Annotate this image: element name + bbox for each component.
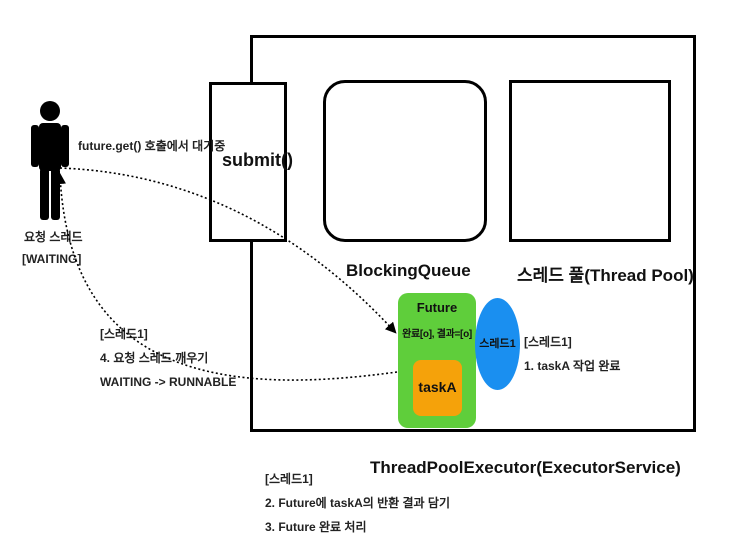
- submit-box: [209, 82, 287, 242]
- thread-pool-label: 스레드 풀(Thread Pool): [517, 266, 694, 285]
- submit-label: submit(): [222, 150, 293, 170]
- future-state: 완료[o], 결과=[o]: [402, 329, 472, 340]
- wait-text: future.get() 호출에서 대기중: [78, 139, 226, 153]
- steps-note-step3: 3. Future 완료 처리: [265, 520, 367, 534]
- worker-thread-label: 스레드1: [479, 338, 516, 350]
- blocking-queue-label: BlockingQueue: [346, 261, 471, 280]
- worker-note-step: 1. taskA 작업 완료: [524, 359, 621, 373]
- worker-note-title: [스레드1]: [524, 335, 572, 349]
- blocking-queue-box: [323, 80, 487, 242]
- wake-arrow: [54, 172, 398, 381]
- future-title: Future: [416, 300, 458, 315]
- steps-note-title: [스레드1]: [265, 472, 313, 486]
- steps-note-step2: 2. Future에 taskA의 반환 결과 담기: [265, 496, 451, 510]
- person-icon: [31, 101, 69, 220]
- wake-note-title: [스레드1]: [100, 327, 148, 341]
- wake-note-state: WAITING -> RUNNABLE: [100, 375, 237, 389]
- caller-state: [WAITING]: [22, 252, 82, 266]
- task-box: [413, 360, 462, 416]
- get-wait-arrow: [59, 167, 397, 334]
- caller-label: 요청 스레드: [24, 230, 83, 244]
- executor-label: ThreadPoolExecutor(ExecutorService): [370, 458, 681, 477]
- task-label: taskA: [418, 379, 457, 395]
- thread-pool-box: [509, 80, 671, 242]
- worker-thread: [475, 298, 520, 390]
- wake-note-step: 4. 요청 스레드 깨우기: [100, 351, 209, 365]
